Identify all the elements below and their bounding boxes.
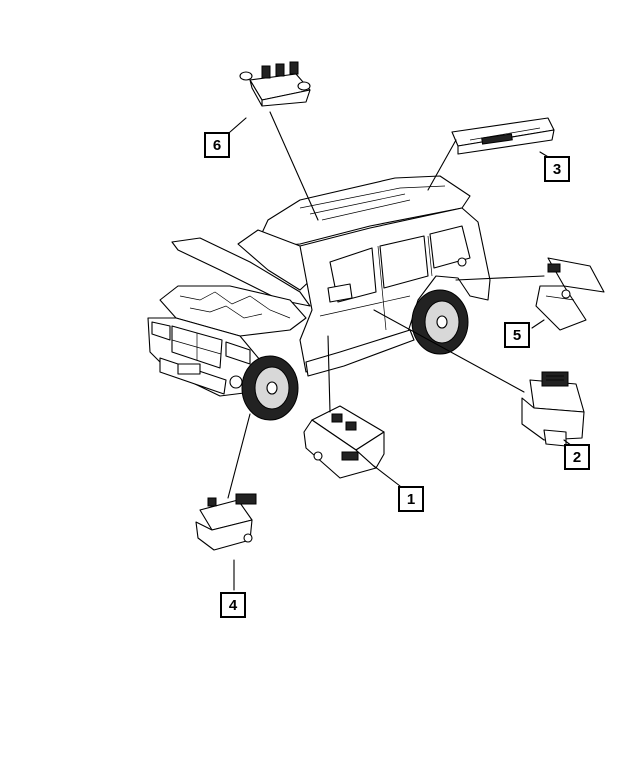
component-6-illustration [239, 61, 311, 107]
leader-line-2 [373, 309, 525, 393]
leader-line-5 [455, 275, 545, 281]
callout-6: 6 [204, 132, 230, 158]
leader-line-1 [327, 335, 331, 413]
leader-line-6-callout [229, 117, 247, 133]
callout-1: 1 [398, 486, 424, 512]
callout-4: 4 [220, 592, 246, 618]
component-1-illustration [303, 405, 385, 479]
callout-5: 5 [504, 322, 530, 348]
component-5-illustration [535, 257, 605, 331]
leader-line-6 [269, 111, 319, 221]
leader-line-3 [427, 139, 457, 191]
callout-2: 2 [564, 444, 590, 470]
component-2-illustration [521, 371, 585, 447]
vehicle-illustration [147, 175, 491, 421]
callout-3: 3 [544, 156, 570, 182]
leader-lines [227, 111, 573, 591]
component-3-illustration [451, 117, 555, 155]
leader-line-5-callout [531, 319, 545, 329]
leader-line-1-callout [373, 465, 401, 487]
component-4-illustration [195, 493, 257, 551]
leader-line-4 [227, 413, 251, 499]
